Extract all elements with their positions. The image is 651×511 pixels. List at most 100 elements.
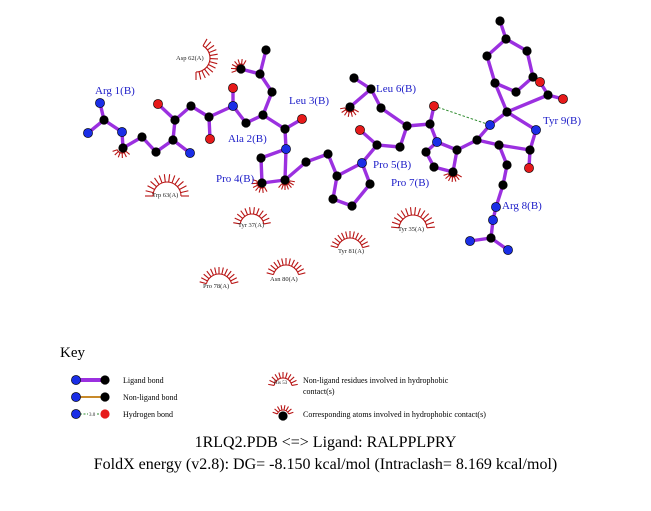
residue-label-arg1: Arg 1(B) <box>95 85 135 97</box>
carbon-atom <box>204 112 214 122</box>
carbon-atom <box>257 178 267 188</box>
nonligand-arc-tyr81 <box>330 231 370 249</box>
carbon-atom <box>241 118 251 128</box>
carbon-atom <box>448 167 458 177</box>
nonligand-label-asp62: Asp 62(A) <box>176 55 204 62</box>
key-nonligand-bond-label: Non-ligand bond <box>123 393 177 402</box>
carbon-atom <box>137 132 147 142</box>
nitrogen-atom <box>281 144 291 154</box>
ligand-bond <box>283 147 288 182</box>
nitrogen-atom <box>488 215 498 225</box>
oxygen-atom <box>524 163 534 173</box>
atom-contact-arc <box>443 173 462 183</box>
carbon-atom <box>168 135 178 145</box>
carbon-atom <box>258 110 268 120</box>
oxygen-atom <box>297 114 307 124</box>
carbon-atom <box>99 115 109 125</box>
carbon-atom <box>490 78 500 88</box>
footer-energy-line: FoldX energy (v2.8): DG= -8.150 kcal/mol… <box>93 456 558 473</box>
nonligand-label-tyr35: Tyr 35(A) <box>398 226 424 233</box>
nonligand-label-tyr81: Tyr 81(A) <box>338 248 364 255</box>
residue-label-pro4: Pro 4(B) <box>216 173 255 185</box>
nonligand-label-pro78: Pro 78(A) <box>203 283 229 290</box>
residue-label-ala2: Ala 2(B) <box>228 133 267 145</box>
carbon-atom <box>323 149 333 159</box>
key-atom-arc-shape <box>272 405 294 415</box>
nitrogen-atom <box>531 125 541 135</box>
carbon-atom <box>236 64 246 74</box>
carbon-atom <box>522 46 532 56</box>
oxygen-atom <box>535 77 545 87</box>
nonligand-label-asn80: Asn 80(A) <box>270 276 298 283</box>
ligand-bond <box>350 182 372 208</box>
nonligand-arc-tyr37 <box>233 207 271 225</box>
carbon-atom <box>421 147 431 157</box>
key-corresponding-atom-arc <box>272 405 294 415</box>
hydrogen-bond <box>433 105 491 126</box>
atom-contact-arc <box>340 107 359 117</box>
carbon-atom <box>486 233 496 243</box>
oxygen-atom <box>205 134 215 144</box>
carbon-atom <box>328 194 338 204</box>
residue-label-arg8: Arg 8(B) <box>502 200 542 212</box>
carbon-atom <box>267 87 277 97</box>
ligand-bond <box>497 143 532 152</box>
hydrogen-bonds <box>433 105 491 126</box>
carbon-atom <box>255 69 265 79</box>
key-nonligand-residue-arc <box>268 372 298 386</box>
nitrogen-atom <box>228 101 238 111</box>
footer-ligand-line: 1RLQ2.PDB <=> Ligand: RALPPLPRY <box>194 434 457 451</box>
residue-label-leu6: Leu 6(B) <box>376 83 416 95</box>
carbon-atom <box>495 16 505 26</box>
nitrogen-atom <box>485 120 495 130</box>
residue-label-tyr9: Tyr 9(B) <box>543 115 581 127</box>
carbon-atom <box>502 160 512 170</box>
residue-label-leu3: Leu 3(B) <box>289 95 329 107</box>
key-hydrogen-bond-sample <box>71 409 110 419</box>
carbon-atom <box>494 140 504 150</box>
carbon-atom <box>365 179 375 189</box>
carbon-atom <box>425 119 435 129</box>
oxygen-atom <box>558 94 568 104</box>
atom-contact-arc <box>251 179 268 193</box>
nitrogen-atom <box>185 148 195 158</box>
carbon-atom <box>261 45 271 55</box>
carbon-atom <box>118 143 128 153</box>
oxygen-atom <box>355 125 365 135</box>
carbon-atom <box>151 147 161 157</box>
key-title: Key <box>60 345 85 361</box>
residue-label-pro5: Pro 5(B) <box>373 159 412 171</box>
atom-contact-arc <box>230 59 247 73</box>
nitrogen-atom <box>357 158 367 168</box>
ligand-bond <box>505 110 538 132</box>
ligand-bond <box>283 160 308 182</box>
carbon-atom <box>170 115 180 125</box>
carbon-atom <box>372 140 382 150</box>
nitrogen-atom <box>95 98 105 108</box>
key-nonligand-hydrophobic-label-line1: Non-ligand residues involved in hydropho… <box>303 376 449 385</box>
nitrogen-atom <box>432 137 442 147</box>
oxygen-atom <box>429 101 439 111</box>
ligand-bond <box>348 87 373 109</box>
ligand-bond <box>493 81 509 114</box>
carbon-atom <box>345 102 355 112</box>
key-nonligand-bond-sample <box>71 392 110 402</box>
carbon-atom <box>402 121 412 131</box>
nitrogen-atom <box>491 202 501 212</box>
nonligand-arc-tyr35 <box>391 207 435 229</box>
key-corresponding-atoms-label: Corresponding atoms involved in hydropho… <box>303 410 486 419</box>
carbon-atom <box>395 142 405 152</box>
key-nonligand-hydrophobic-label-line2: contact(s) <box>303 387 335 396</box>
key-nonligand-arc-shape <box>268 372 298 386</box>
atom-contact-arc <box>278 180 295 190</box>
residue-label-pro7: Pro 7(B) <box>391 177 430 189</box>
nonligand-arc-pro78 <box>199 267 239 285</box>
oxygen-atom <box>228 83 238 93</box>
carbon-atom <box>280 175 290 185</box>
nitrogen-atom <box>465 236 475 246</box>
carbon-atom <box>256 153 266 163</box>
carbon-atom <box>301 157 311 167</box>
key-example-residue-label: His 53 <box>274 381 288 386</box>
carbon-atom <box>498 180 508 190</box>
